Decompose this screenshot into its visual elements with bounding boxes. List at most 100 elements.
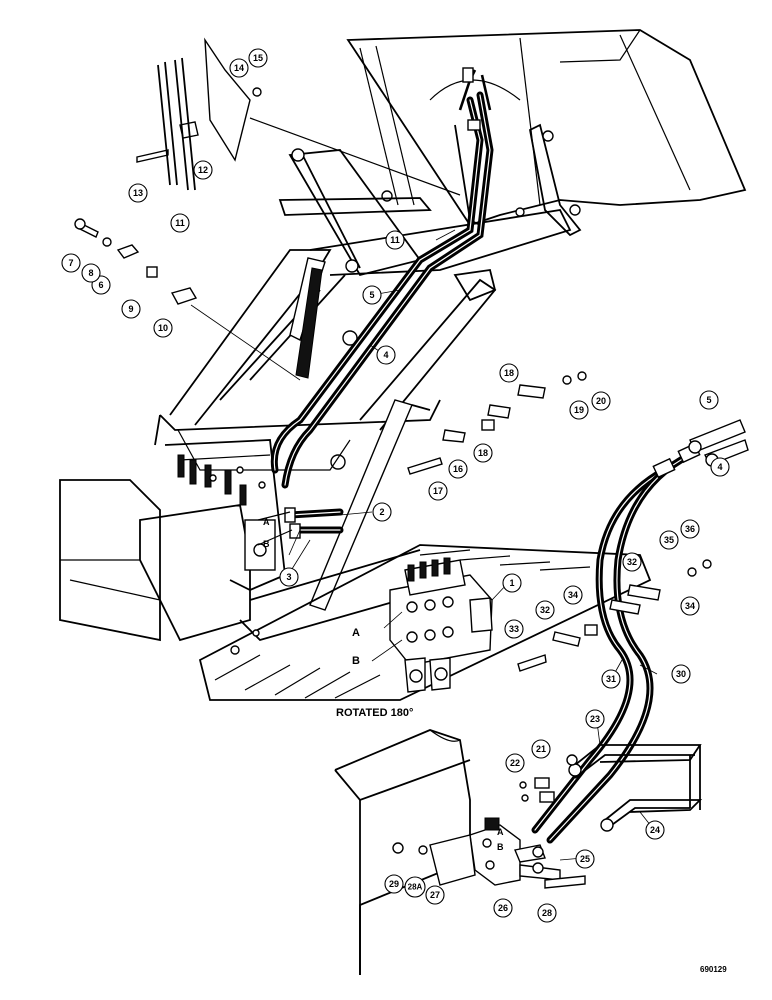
control-valve [389, 557, 493, 693]
callout-17: 17 [428, 481, 448, 501]
callout-9: 9 [121, 299, 141, 319]
svg-text:11: 11 [175, 218, 185, 228]
callout-26: 26 [493, 898, 513, 918]
port-a-label: A [352, 627, 360, 639]
svg-text:13: 13 [133, 188, 143, 198]
callout-8: 8 [81, 263, 101, 283]
svg-text:4: 4 [717, 462, 722, 472]
callout-35: 35 [659, 530, 679, 550]
port-b-small-label: B [263, 539, 270, 549]
svg-text:26: 26 [498, 903, 508, 913]
hydraulic-tank [334, 729, 471, 975]
svg-text:12: 12 [198, 165, 208, 175]
svg-text:32: 32 [540, 605, 550, 615]
port-a-small-label: A [263, 517, 270, 527]
drawing-number: 690129 [700, 965, 727, 974]
svg-text:22: 22 [510, 758, 520, 768]
boom-hoses [270, 67, 494, 489]
callout-7: 7 [61, 253, 81, 273]
svg-text:5: 5 [706, 395, 711, 405]
loader-frame [154, 148, 572, 471]
svg-text:6: 6 [98, 280, 103, 290]
svg-text:34: 34 [568, 590, 578, 600]
svg-text:24: 24 [650, 825, 660, 835]
callout-19: 19 [569, 400, 589, 420]
tractor-body [59, 439, 652, 701]
svg-text:23: 23 [590, 714, 600, 724]
hose-guide-rods [157, 37, 461, 196]
callout-27: 27 [425, 885, 445, 905]
callout-29: 29 [384, 874, 404, 894]
lift-cylinder [289, 257, 431, 611]
callout-25: 25 [575, 849, 595, 869]
callout-21: 21 [531, 739, 551, 759]
callout-28: 28 [537, 903, 557, 923]
svg-text:21: 21 [536, 744, 546, 754]
svg-text:18: 18 [504, 368, 514, 378]
callout-4b: 4 [710, 457, 730, 477]
callout-28a: 28A [404, 876, 426, 898]
svg-text:14: 14 [234, 63, 244, 73]
svg-text:5: 5 [369, 290, 374, 300]
callout-34b: 34 [680, 596, 700, 616]
svg-text:20: 20 [596, 396, 606, 406]
svg-text:30: 30 [676, 669, 686, 679]
callout-11b: 11 [385, 230, 405, 250]
callout-13: 13 [128, 183, 148, 203]
svg-text:29: 29 [389, 879, 399, 889]
svg-text:31: 31 [606, 674, 616, 684]
svg-text:28A: 28A [408, 883, 423, 892]
callout-24: 24 [645, 820, 665, 840]
callout-31: 31 [601, 669, 621, 689]
callout-20: 20 [591, 391, 611, 411]
callout-32a: 32 [535, 600, 555, 620]
callout-30: 30 [671, 664, 691, 684]
svg-text:8: 8 [88, 268, 93, 278]
callout-5a: 5 [362, 285, 382, 305]
loader-bucket [346, 29, 747, 237]
callout-4a: 4 [376, 345, 396, 365]
callout-15: 15 [248, 48, 268, 68]
svg-text:1: 1 [509, 578, 514, 588]
relief-valve [429, 817, 561, 886]
port-b-label: B [352, 655, 360, 667]
svg-text:2: 2 [379, 507, 384, 517]
callout-36: 36 [680, 519, 700, 539]
svg-text:28: 28 [542, 908, 552, 918]
hose-assemblies [531, 419, 749, 844]
leader-lines [190, 229, 658, 861]
svg-text:33: 33 [509, 624, 519, 634]
svg-text:3: 3 [286, 572, 291, 582]
port-b-tank-label: B [497, 842, 504, 852]
manifold-hoses [257, 507, 344, 546]
callout-23: 23 [585, 709, 605, 729]
svg-text:17: 17 [433, 486, 443, 496]
crawler-track [198, 544, 652, 701]
rotated-caption: ROTATED 180° [336, 707, 413, 719]
svg-text:36: 36 [685, 524, 695, 534]
svg-text:15: 15 [253, 53, 263, 63]
control-lever-bank [177, 454, 266, 506]
svg-text:25: 25 [580, 854, 590, 864]
callout-33: 33 [504, 619, 524, 639]
callout-22: 22 [505, 753, 525, 773]
callout-11a: 11 [170, 213, 190, 233]
callout-18a: 18 [499, 363, 519, 383]
callout-12: 12 [193, 160, 213, 180]
callout-14: 14 [229, 58, 249, 78]
svg-text:34: 34 [685, 601, 695, 611]
callout-2: 2 [372, 502, 392, 522]
callout-5b: 5 [699, 390, 719, 410]
callout-10: 10 [153, 318, 173, 338]
callout-1: 1 [502, 573, 522, 593]
svg-text:10: 10 [158, 323, 168, 333]
callout-32b: 32 [622, 552, 642, 572]
svg-text:35: 35 [664, 535, 674, 545]
callout-3: 3 [279, 567, 299, 587]
callout-18b: 18 [473, 443, 493, 463]
svg-text:9: 9 [128, 304, 133, 314]
callout-16: 16 [448, 459, 468, 479]
svg-text:19: 19 [574, 405, 584, 415]
svg-text:27: 27 [430, 890, 440, 900]
svg-text:11: 11 [390, 235, 400, 245]
